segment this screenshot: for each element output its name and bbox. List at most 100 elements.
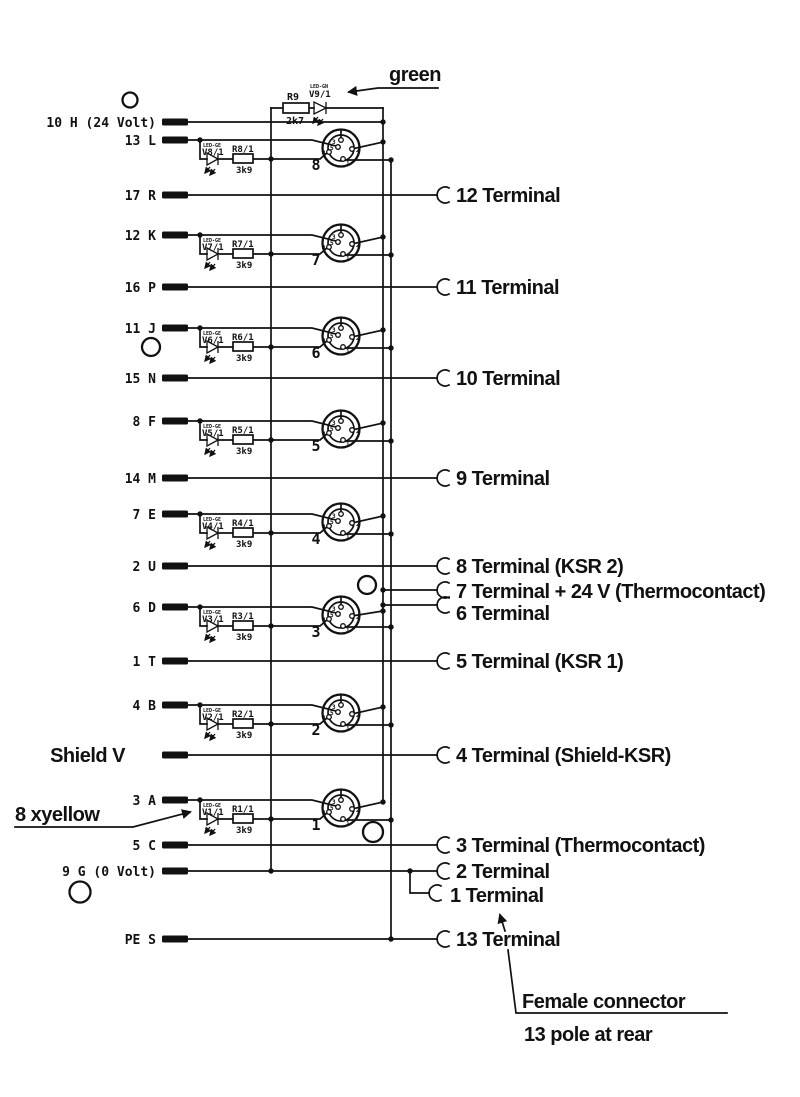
resistor-name: R8/1 — [232, 145, 254, 155]
pin4-label: 4 — [322, 810, 326, 817]
female-contact-icon — [436, 369, 451, 387]
led-type-label: LED-GE — [203, 238, 221, 244]
resistor-value: 3k9 — [236, 731, 252, 741]
pin-label: 17 R — [125, 189, 156, 204]
pin1-label: 1 — [346, 725, 350, 732]
resistor-r9 — [282, 102, 310, 114]
led-type-label: LED-GE — [203, 803, 221, 809]
pin1-label: 1 — [346, 255, 350, 262]
pin4-label: 4 — [322, 524, 326, 531]
led-type-label: LED-GN — [310, 84, 328, 90]
female-contact-icon — [436, 278, 451, 296]
terminal-column: 12 Terminal 11 Terminal 10 Terminal 9 Te… — [428, 185, 766, 951]
pin3-label: 3 — [332, 513, 336, 520]
yellow-leader-line — [14, 809, 192, 828]
led-type-label: LED-GE — [203, 708, 221, 714]
pin1-label: 1 — [346, 627, 350, 634]
pin3-label: 3 — [332, 606, 336, 613]
connector-number: 6 — [311, 344, 320, 362]
pin2-label: 2 — [356, 335, 360, 342]
terminal-pin — [162, 191, 188, 199]
resistor-value: 3k9 — [236, 826, 252, 836]
terminal-label: 4 Terminal (Shield-KSR) — [456, 745, 671, 767]
female-contact-icon — [436, 836, 451, 854]
resistor-name: R3/1 — [232, 612, 254, 622]
junction-dots — [197, 119, 413, 942]
female-contact-icon — [436, 596, 451, 614]
led-name: V7/1 — [202, 243, 224, 253]
resistor-name: R7/1 — [232, 240, 254, 250]
mounting-hole-icon — [361, 820, 385, 844]
pin-label: 6 D — [133, 601, 157, 616]
pin-label: 14 M — [125, 472, 156, 487]
terminal-label: 13 Terminal — [456, 929, 560, 951]
mounting-holes — [68, 91, 385, 904]
female-connector-position: 13 pole at rear — [524, 1024, 653, 1046]
pin2-label: 2 — [356, 147, 360, 154]
pin2-label: 2 — [356, 807, 360, 814]
female-contact-icon — [436, 469, 451, 487]
terminal-label: 6 Terminal — [456, 603, 550, 625]
led-name: V5/1 — [202, 429, 224, 439]
pin3-label: 3 — [332, 704, 336, 711]
terminal-pin — [162, 701, 188, 709]
led-name: V8/1 — [202, 148, 224, 158]
connector-number: 5 — [311, 437, 320, 455]
pin-label: 13 L — [125, 134, 156, 149]
pin-label: 3 A — [133, 794, 157, 809]
pin4-label: 4 — [322, 245, 326, 252]
shield-pin-label: Shield V — [50, 745, 126, 767]
pin2-label: 2 — [356, 428, 360, 435]
terminal-pin — [162, 867, 188, 875]
pin1-label: 1 — [346, 160, 350, 167]
pin3-label: 3 — [332, 799, 336, 806]
yellow-leds-note: 8 xyellow — [15, 804, 100, 826]
terminal-label: 5 Terminal (KSR 1) — [456, 651, 623, 673]
pin5-label: 5 — [330, 333, 334, 340]
pin4-label: 4 — [322, 715, 326, 722]
led-name: V6/1 — [202, 336, 224, 346]
pin5-label: 5 — [330, 612, 334, 619]
pin2-label: 2 — [356, 712, 360, 719]
connector-number: 4 — [311, 530, 320, 548]
resistor-value: 3k9 — [236, 447, 252, 457]
pin5-label: 5 — [330, 519, 334, 526]
terminal-pin — [162, 118, 188, 126]
pin2-label: 2 — [356, 242, 360, 249]
pin1-label: 1 — [346, 534, 350, 541]
terminal-label: 2 Terminal — [456, 861, 550, 883]
led-type-label: LED-GE — [203, 424, 221, 430]
terminal-label: 12 Terminal — [456, 185, 560, 207]
led-type-label: LED-GE — [203, 517, 221, 523]
pin-label: 7 E — [133, 508, 156, 523]
led-name: V3/1 — [202, 615, 224, 625]
pin5-label: 5 — [330, 710, 334, 717]
power-led-group: R9 2k7 LED-GN V9/1 — [282, 84, 331, 127]
resistor-value: 3k9 — [236, 354, 252, 364]
mounting-hole-icon — [356, 574, 378, 596]
green-led-note: green — [389, 64, 441, 86]
led-name: V4/1 — [202, 522, 224, 532]
pin1-label: 1 — [346, 441, 350, 448]
pin-label: 2 U — [133, 560, 157, 575]
led-name: V9/1 — [309, 90, 331, 100]
pin-label: 8 F — [133, 415, 157, 430]
terminal-pin — [162, 935, 188, 943]
resistor-name: R9 — [287, 92, 299, 103]
female-contact-icon — [436, 557, 451, 575]
terminal-pin — [162, 562, 188, 570]
pin-label: PE S — [125, 933, 156, 948]
